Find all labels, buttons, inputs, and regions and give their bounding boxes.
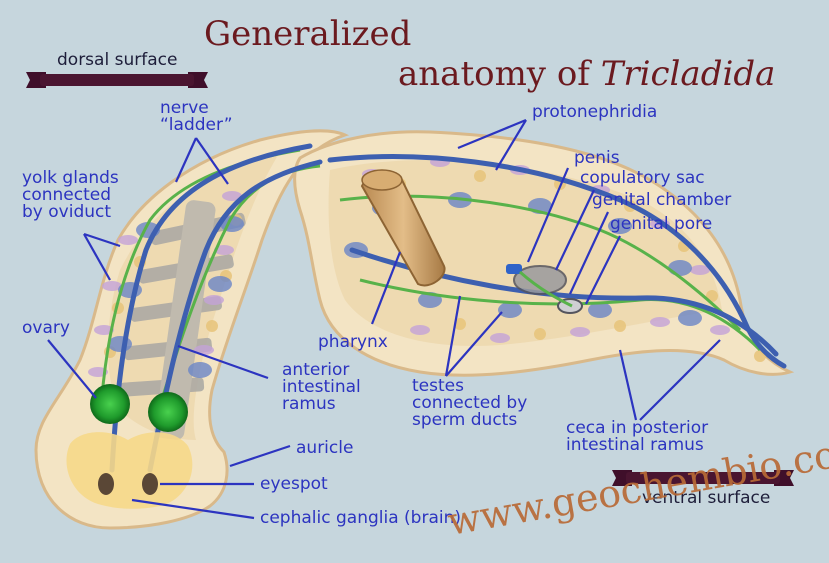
label-nerve-ladder: nerve “ladder” xyxy=(160,100,233,134)
label-genital-pore: genital pore xyxy=(610,216,712,233)
label-testes: testes connected by sperm ducts xyxy=(412,378,527,429)
title-taxon: Tricladida xyxy=(601,54,776,94)
label-pharynx: pharynx xyxy=(318,334,388,351)
label-anterior-ramus: anterior intestinal ramus xyxy=(282,362,361,413)
label-genital-chamber: genital chamber xyxy=(592,192,731,209)
label-auricle: auricle xyxy=(296,440,353,457)
diagram-title-line1: Generalized xyxy=(204,16,411,52)
cephalic-ganglia xyxy=(66,432,192,509)
dorsal-surface-label: dorsal surface xyxy=(57,50,177,70)
label-ceca: ceca in posterior intestinal ramus xyxy=(566,420,708,454)
right-eyespot-shape xyxy=(142,473,158,495)
label-copulatory-sac: copulatory sac xyxy=(580,170,705,187)
label-eyespot: eyespot xyxy=(260,476,328,493)
title-prefix: anatomy of xyxy=(398,54,601,94)
label-yolk-glands: yolk glands connected by oviduct xyxy=(22,170,119,221)
label-penis: penis xyxy=(574,150,620,167)
dorsal-banner xyxy=(26,72,208,88)
label-cephalic-ganglia: cephalic ganglia (brain) xyxy=(260,510,461,527)
label-protonephridia: protonephridia xyxy=(532,104,657,121)
left-eyespot-shape xyxy=(98,473,114,495)
diagram-title-line2: anatomy of Tricladida xyxy=(398,56,775,92)
label-ovary: ovary xyxy=(22,320,70,337)
